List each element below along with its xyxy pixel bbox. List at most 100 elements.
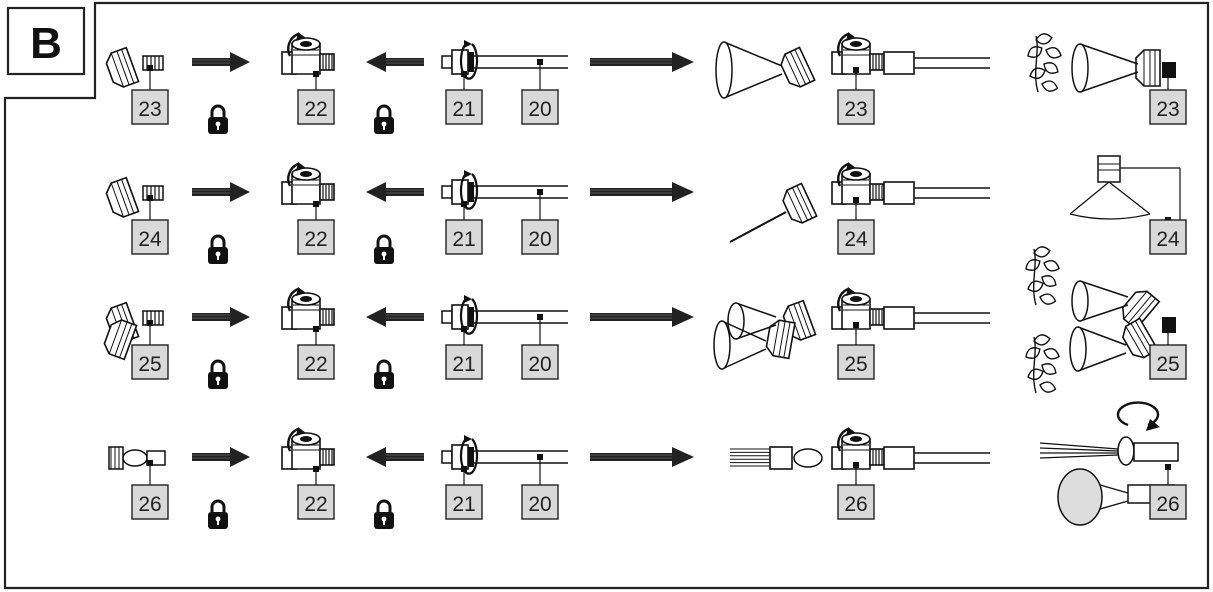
leader-dot — [537, 314, 543, 320]
second-nozzle-cap — [764, 318, 796, 360]
plant-leaf — [1043, 259, 1060, 272]
plant-leaf — [1029, 67, 1046, 80]
cone-side — [1079, 43, 1139, 93]
leader-dot — [537, 59, 543, 65]
plant-leaf — [1033, 334, 1051, 346]
label-usage: 23 — [1156, 98, 1179, 121]
result-arrow-icon — [589, 51, 695, 73]
usage-illustration: 25 — [1025, 246, 1187, 394]
label-usage-box — [1149, 344, 1187, 380]
plant-leaf — [1039, 293, 1057, 305]
result-arrow-icon — [589, 446, 695, 468]
left-arrow-icon — [365, 51, 425, 73]
cone-nozzle-icon — [1071, 43, 1139, 93]
assembled-result — [729, 160, 990, 243]
label-usage-box — [1149, 484, 1187, 520]
leader-dot — [461, 466, 467, 472]
result-grip — [883, 306, 915, 330]
thread-lines — [146, 186, 160, 200]
label-valve-box — [297, 344, 335, 380]
lock-icon — [206, 104, 230, 136]
cone-nozzle-icon — [1071, 280, 1129, 322]
lance-tip-part — [440, 433, 479, 475]
leader-dot — [461, 71, 467, 77]
label-lance: 20 — [528, 98, 551, 121]
plant-leaf — [1025, 259, 1041, 271]
label-usage-box — [1149, 219, 1187, 255]
right-arrow-icon — [191, 181, 251, 203]
assembled-result — [713, 285, 990, 370]
label-result: 23 — [844, 98, 867, 121]
cone-rim — [727, 302, 745, 340]
lock-icon — [206, 234, 230, 266]
plant-leaf — [1043, 62, 1059, 74]
plant-leaf — [1039, 381, 1057, 393]
label-lance-box — [521, 344, 559, 380]
label-valve: 22 — [304, 228, 327, 251]
left-arrow-icon — [365, 446, 425, 468]
label-valve: 22 — [304, 98, 327, 121]
lance-tip-part — [440, 38, 479, 80]
result-arrow-icon — [589, 181, 695, 203]
leader-dot — [147, 460, 153, 466]
plant-leaf — [1043, 347, 1060, 360]
leader-dot — [1165, 324, 1171, 330]
flat-jet-stream — [1039, 454, 1119, 459]
cone-nozzle-icon — [713, 320, 767, 370]
attachment-part — [108, 446, 166, 470]
label-usage: 26 — [1156, 493, 1179, 516]
label-result-box — [837, 484, 875, 520]
label-attachment-box — [131, 89, 169, 125]
left-arrow-icon — [365, 181, 425, 203]
plant-stem — [1033, 248, 1037, 306]
label-valve: 22 — [304, 353, 327, 376]
cone-rim — [1071, 280, 1089, 322]
nozzle-body — [1097, 155, 1121, 183]
label-attachment: 26 — [138, 493, 161, 516]
leader-dot — [313, 466, 319, 472]
flat-jet-stream — [1039, 447, 1119, 452]
leader-dot — [147, 195, 153, 201]
label-lance-box — [521, 89, 559, 125]
cone-rim — [715, 41, 733, 99]
lock-icon — [372, 359, 396, 391]
assembled-result — [715, 30, 990, 99]
label-valve-box — [297, 89, 335, 125]
right-arrow-icon — [191, 51, 251, 73]
jet-lines — [110, 447, 120, 469]
lance-tip-part — [440, 293, 479, 335]
label-lance: 20 — [528, 353, 551, 376]
cone-rim — [1071, 43, 1089, 93]
label-lance-box — [521, 219, 559, 255]
label-attachment: 23 — [138, 98, 161, 121]
label-attachment-box — [131, 484, 169, 520]
cone-nozzle-icon — [1069, 326, 1127, 372]
nozzle-cap — [102, 46, 140, 91]
plant-leaf — [1035, 33, 1053, 45]
attachment-part — [102, 46, 164, 91]
assembled-result — [730, 425, 990, 471]
plant-leaf — [1027, 368, 1044, 381]
cone-side — [1077, 326, 1127, 372]
jet-body — [122, 449, 148, 467]
valve-part — [280, 160, 336, 206]
thread-lines — [146, 56, 160, 70]
leader-dot — [853, 197, 859, 203]
needle-jet — [729, 211, 787, 243]
label-valve-box — [297, 219, 335, 255]
cone-rim — [1069, 326, 1087, 372]
leader-dot — [853, 462, 859, 468]
plant-icon — [1027, 33, 1062, 93]
label-lance-tip: 21 — [452, 98, 475, 121]
label-lance-tip-box — [445, 89, 483, 125]
usage-illustration: 23 — [1027, 33, 1187, 125]
section-letter: B — [30, 19, 62, 68]
label-lance-tip: 21 — [452, 228, 475, 251]
lock-icon — [372, 104, 396, 136]
valve-part — [280, 30, 336, 76]
label-attachment: 24 — [138, 228, 162, 251]
nozzle-cap — [776, 46, 816, 92]
lock-icon — [372, 499, 396, 531]
